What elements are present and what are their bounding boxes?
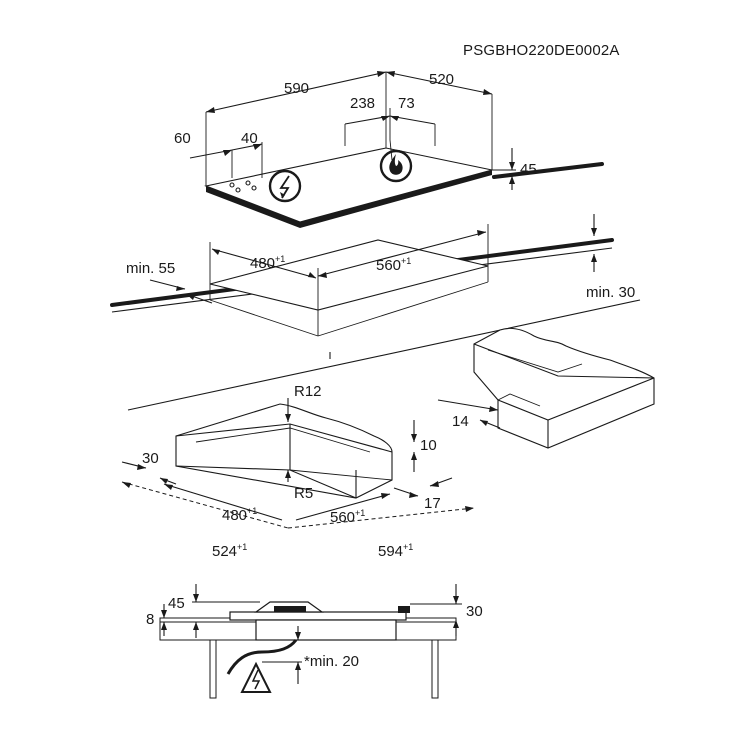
dim-min55: min. 55 xyxy=(126,260,175,277)
dim-30-frame: 30 xyxy=(142,450,159,467)
dim-45-section: 45 xyxy=(168,595,185,612)
doc-code: PSGBHO220DE0002A xyxy=(463,42,620,59)
control-dot xyxy=(245,180,251,186)
dim-14: 14 xyxy=(452,413,469,430)
dim-r5: R5 xyxy=(294,485,313,502)
seal-profile: 14 xyxy=(437,327,655,449)
frame-corner: R12 R5 30 10 17 480+1 560+1 xyxy=(121,383,475,560)
dim-594: 594+1 xyxy=(378,542,413,560)
knob xyxy=(398,606,410,613)
electric-warning-icon xyxy=(240,661,272,693)
hob-box xyxy=(255,619,397,641)
section-view: 8 45 30 *min. 20 xyxy=(146,584,483,699)
dim-17: 17 xyxy=(424,495,441,512)
dim-30-section: 30 xyxy=(466,603,483,620)
dim-560-cut: 560+1 xyxy=(376,256,411,274)
dim-min20: *min. 20 xyxy=(304,653,359,670)
electric-hazard-icon xyxy=(268,169,302,203)
cutout-opening xyxy=(209,239,489,311)
dim-520: 520 xyxy=(429,71,454,88)
dim-480-cut: 480+1 xyxy=(250,254,285,272)
dim-73: 73 xyxy=(398,95,415,112)
dim-60: 60 xyxy=(174,130,191,147)
worktop-cutout: 480+1 560+1 min. 55 min. 30 xyxy=(110,162,641,411)
hob-top: 590 520 238 73 60 40 45 xyxy=(174,71,537,228)
dim-560-frame: 560+1 xyxy=(330,508,365,526)
control-dot xyxy=(229,182,235,188)
dim-524: 524+1 xyxy=(212,542,247,560)
control-dot xyxy=(235,187,241,193)
dim-40: 40 xyxy=(241,130,258,147)
dim-10: 10 xyxy=(420,437,437,454)
control-dot xyxy=(251,185,257,191)
dim-8: 8 xyxy=(146,611,154,628)
gas-flame-icon xyxy=(379,149,413,183)
dim-min30: min. 30 xyxy=(586,284,635,301)
dim-480-frame: 480+1 xyxy=(222,506,257,524)
dim-590: 590 xyxy=(284,80,309,97)
dim-238: 238 xyxy=(350,95,375,112)
dim-r12: R12 xyxy=(294,383,322,400)
hob-glass xyxy=(229,611,407,621)
